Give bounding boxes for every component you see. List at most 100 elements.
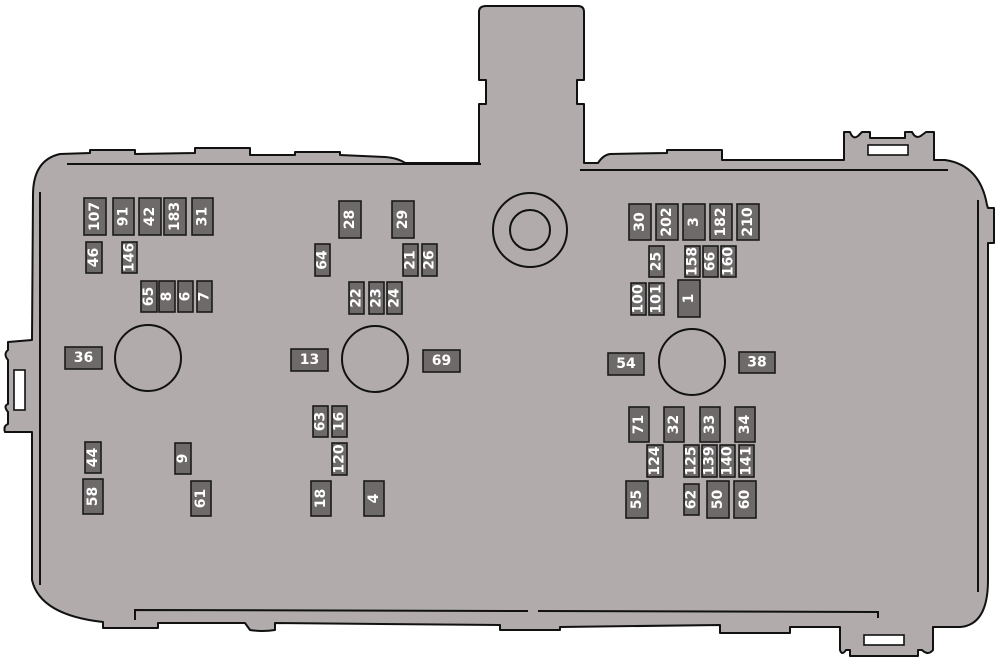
fuse-61: 61 bbox=[190, 480, 212, 517]
fuse-label: 33 bbox=[702, 415, 718, 434]
fuse-141: 141 bbox=[738, 444, 755, 478]
fuse-body bbox=[163, 197, 187, 236]
fuse-100: 100 bbox=[630, 282, 647, 316]
fuse-24: 24 bbox=[386, 281, 403, 315]
fuse-body bbox=[734, 406, 756, 443]
fuse-body bbox=[607, 352, 645, 376]
fuse-label: 120 bbox=[332, 444, 348, 473]
fuse-36: 36 bbox=[64, 346, 103, 370]
fuse-44: 44 bbox=[84, 441, 102, 474]
fuse-6: 6 bbox=[177, 280, 194, 313]
fuse-body bbox=[646, 444, 664, 478]
fuse-label: 8 bbox=[159, 292, 175, 302]
fuse-body bbox=[191, 197, 214, 236]
fuse-label: 64 bbox=[315, 250, 331, 270]
fuse-body bbox=[290, 348, 329, 372]
fuse-210: 210 bbox=[736, 203, 760, 241]
fuse-62: 62 bbox=[683, 483, 700, 516]
fuse-22: 22 bbox=[348, 281, 365, 315]
fuse-66: 66 bbox=[702, 245, 719, 278]
fuse-body bbox=[655, 203, 679, 241]
fuse-34: 34 bbox=[734, 406, 756, 443]
fuse-label: 158 bbox=[685, 247, 701, 276]
fuse-label: 63 bbox=[313, 412, 329, 431]
fuse-23: 23 bbox=[368, 281, 385, 315]
fuse-body bbox=[648, 282, 665, 316]
fuse-58: 58 bbox=[82, 478, 104, 515]
fuse-1: 1 bbox=[677, 279, 701, 318]
fuse-body bbox=[312, 405, 329, 438]
fuse-body bbox=[684, 245, 701, 278]
fuse-label: 22 bbox=[349, 288, 365, 307]
fuse-body bbox=[363, 480, 385, 517]
fuse-body bbox=[331, 442, 348, 476]
fuse-label: 18 bbox=[313, 489, 329, 508]
fuse-21: 21 bbox=[402, 243, 419, 277]
fuse-label: 202 bbox=[659, 207, 675, 236]
fuse-body bbox=[683, 483, 700, 516]
fuse-body bbox=[630, 282, 647, 316]
fuse-139: 139 bbox=[701, 444, 718, 478]
fuse-label: 30 bbox=[632, 212, 648, 232]
fuse-label: 6 bbox=[178, 292, 194, 302]
fuse-body bbox=[196, 280, 213, 313]
fuse-38: 38 bbox=[738, 351, 776, 374]
fuse-body bbox=[421, 243, 438, 277]
fuse-label: 36 bbox=[74, 350, 93, 366]
fuse-42: 42 bbox=[138, 197, 162, 236]
fuse-body bbox=[683, 444, 700, 478]
fuse-label: 58 bbox=[85, 487, 101, 506]
fuse-body bbox=[699, 406, 721, 443]
fuse-body bbox=[121, 241, 138, 274]
fuse-label: 23 bbox=[369, 288, 385, 307]
fuse-64: 64 bbox=[314, 243, 331, 277]
fuse-body bbox=[648, 245, 665, 278]
fuse-label: 125 bbox=[684, 446, 700, 475]
fuse-4: 4 bbox=[363, 480, 385, 517]
fuse-label: 13 bbox=[300, 352, 319, 368]
fuse-50: 50 bbox=[706, 480, 730, 519]
fuse-body bbox=[738, 444, 755, 478]
mounting-boss-outer bbox=[492, 192, 568, 268]
fuse-label: 210 bbox=[740, 207, 756, 236]
fuse-label: 139 bbox=[702, 446, 718, 475]
fuse-label: 66 bbox=[703, 252, 719, 271]
fuse-label: 101 bbox=[649, 284, 665, 313]
fuse-28: 28 bbox=[338, 200, 362, 239]
fuse-label: 140 bbox=[720, 446, 736, 475]
fuse-body bbox=[719, 444, 736, 478]
fuse-33: 33 bbox=[699, 406, 721, 443]
fuse-label: 107 bbox=[87, 202, 103, 231]
fuse-label: 38 bbox=[747, 355, 766, 371]
fuse-25: 25 bbox=[648, 245, 665, 278]
fuse-label: 28 bbox=[342, 210, 358, 229]
fuse-body bbox=[736, 203, 760, 241]
fuse-body bbox=[177, 280, 194, 313]
fuse-body bbox=[348, 281, 365, 315]
fuse-124: 124 bbox=[646, 444, 664, 478]
fuse-label: 16 bbox=[332, 412, 348, 431]
fuse-label: 62 bbox=[684, 490, 700, 509]
fuse-91: 91 bbox=[112, 197, 135, 236]
fuse-body bbox=[709, 203, 733, 241]
fuse-body bbox=[82, 478, 104, 515]
fuse-label: 32 bbox=[666, 415, 682, 434]
fuse-label: 42 bbox=[142, 207, 158, 226]
fuse-183: 183 bbox=[163, 197, 187, 236]
fuse-body bbox=[663, 406, 685, 443]
fuse-label: 69 bbox=[432, 353, 451, 369]
fuse-107: 107 bbox=[83, 197, 107, 236]
fuse-body bbox=[190, 480, 212, 517]
fuse-32: 32 bbox=[663, 406, 685, 443]
fuse-202: 202 bbox=[655, 203, 679, 241]
fuse-182: 182 bbox=[709, 203, 733, 241]
side-latch-slot bbox=[13, 369, 26, 411]
fuse-160: 160 bbox=[720, 245, 737, 278]
fuse-box-housing bbox=[3, 5, 995, 657]
fuse-body bbox=[402, 243, 419, 277]
fuse-body bbox=[158, 280, 176, 313]
fuse-7: 7 bbox=[196, 280, 213, 313]
fuse-label: 65 bbox=[141, 287, 157, 306]
fuse-65: 65 bbox=[140, 280, 158, 313]
